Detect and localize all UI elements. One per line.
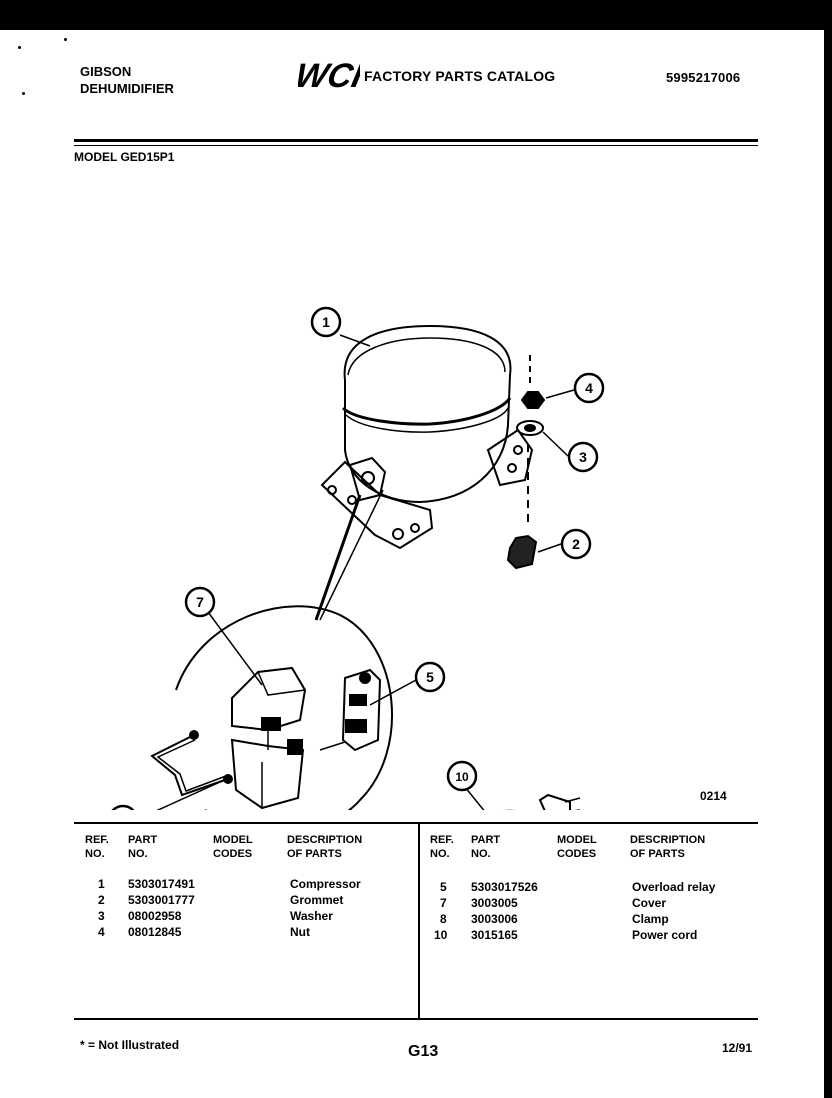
scan-speck <box>18 46 21 49</box>
not-illustrated-note: * = Not Illustrated <box>80 1038 180 1052</box>
cell-desc: Grommet <box>290 893 344 907</box>
cell-part: 3003006 <box>471 912 518 926</box>
cell-ref: 1 <box>98 877 105 891</box>
callout-label: 4 <box>585 380 593 396</box>
cell-ref: 8 <box>440 912 447 926</box>
col-header-codes: MODEL CODES <box>557 834 597 860</box>
cell-ref: 3 <box>98 909 105 923</box>
catalog-title: FACTORY PARTS CATALOG <box>364 68 556 84</box>
table-rule-top <box>74 822 758 824</box>
diagram-code: 0214 <box>700 789 727 803</box>
cell-part: 5303017526 <box>471 880 538 894</box>
page-number: G13 <box>408 1043 439 1060</box>
exploded-parts-diagram: 1 2 3 4 5 7 8 10 0214 <box>111 306 727 810</box>
callout-label: 1 <box>322 314 330 330</box>
callout-3 <box>567 441 599 473</box>
callout-label: 3 <box>579 449 587 465</box>
power-cord-illustration <box>454 793 616 810</box>
cell-desc: Nut <box>290 925 310 939</box>
wci-logo: WCI <box>298 57 360 92</box>
callout-5 <box>414 661 446 693</box>
catalog-date: 12/91 <box>722 1041 753 1055</box>
model-number: MODEL GED15P1 <box>74 150 175 164</box>
cell-desc: Washer <box>290 909 333 923</box>
header-rule-thin <box>74 145 758 146</box>
callout-label: 2 <box>572 536 580 552</box>
callout-4 <box>573 372 605 404</box>
header-rule <box>74 139 758 142</box>
scan-speck <box>64 38 67 41</box>
cell-part: 5303001777 <box>128 893 195 907</box>
callout-7 <box>184 586 216 618</box>
table-rule-bottom <box>74 1018 758 1020</box>
callout-1 <box>310 306 342 338</box>
callout-label: 7 <box>196 594 204 610</box>
product-name: DEHUMIDIFIER <box>80 81 174 96</box>
scan-speck <box>22 92 25 95</box>
cell-part: 3003005 <box>471 896 518 910</box>
cell-part: 3015165 <box>471 928 518 942</box>
catalog-number: 5995217006 <box>666 70 741 85</box>
cell-ref: 2 <box>98 893 105 907</box>
callout-10 <box>446 760 478 792</box>
cell-desc: Cover <box>632 896 667 910</box>
callout-2 <box>560 528 592 560</box>
cell-part: 08002958 <box>128 909 182 923</box>
cell-desc: Power cord <box>632 928 698 942</box>
col-header-ref: REF. NO. <box>430 834 454 860</box>
cell-ref: 5 <box>440 880 447 894</box>
col-header-codes: MODEL CODES <box>213 834 253 860</box>
cell-part: 5303017491 <box>128 877 195 891</box>
cell-ref: 7 <box>440 896 447 910</box>
compressor-illustration <box>314 324 534 621</box>
col-header-desc: DESCRIPTION OF PARTS <box>287 834 363 860</box>
callout-8 <box>111 804 135 810</box>
cell-desc: Compressor <box>290 877 361 891</box>
col-header-ref: REF. NO. <box>85 834 109 860</box>
callout-leaders <box>156 334 575 810</box>
col-header-part: PART NO. <box>128 834 158 860</box>
callout-label: 10 <box>455 770 469 784</box>
table-divider <box>418 824 420 1020</box>
scan-border-right <box>824 0 832 1098</box>
col-header-desc: DESCRIPTION OF PARTS <box>630 834 706 860</box>
mounting-hardware <box>506 355 546 570</box>
magnified-view <box>150 605 394 810</box>
col-header-part: PART NO. <box>471 834 501 860</box>
cell-desc: Overload relay <box>632 880 716 894</box>
cell-ref: 4 <box>98 925 105 939</box>
cell-ref: 10 <box>434 928 448 942</box>
cell-desc: Clamp <box>632 912 669 926</box>
scan-border-top <box>0 0 832 30</box>
cell-part: 08012845 <box>128 925 182 939</box>
callout-label: 5 <box>426 669 434 685</box>
brand-name: GIBSON <box>80 64 132 79</box>
logo-text: WCI <box>298 57 360 92</box>
